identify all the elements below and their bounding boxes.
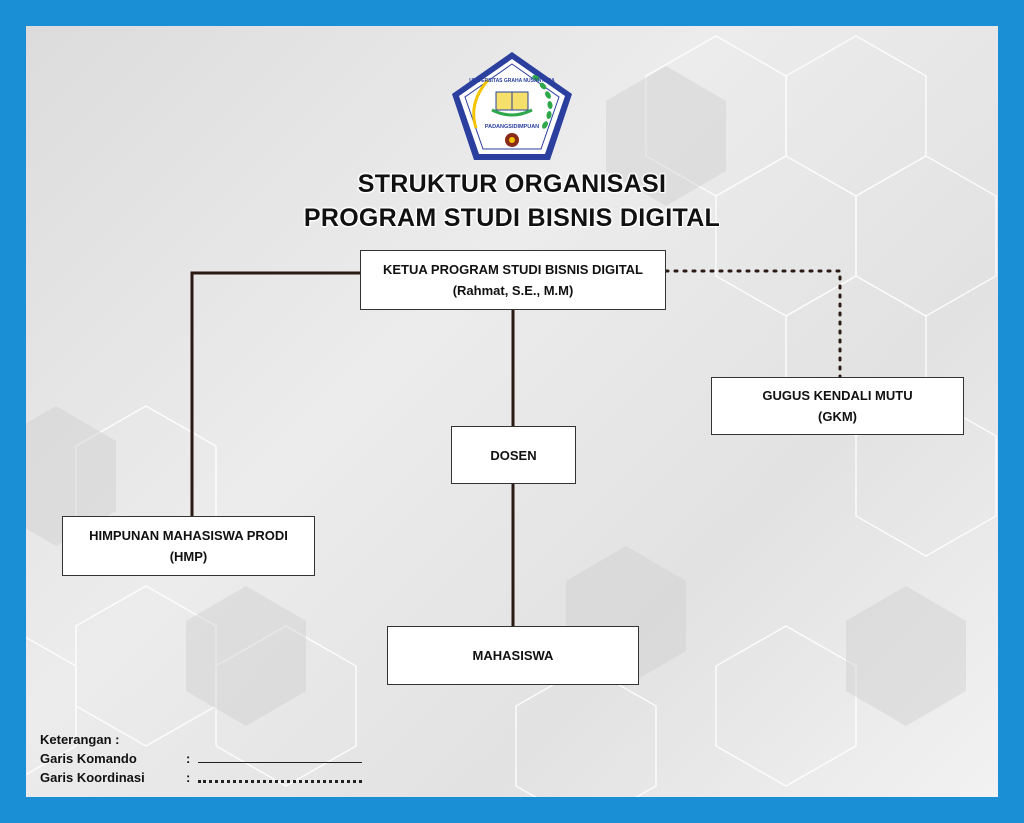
node-dosen: DOSEN bbox=[451, 426, 576, 484]
connector-lines bbox=[190, 269, 842, 626]
node-ketua-title: KETUA PROGRAM STUDI BISNIS DIGITAL bbox=[383, 262, 643, 277]
node-ketua: KETUA PROGRAM STUDI BISNIS DIGITAL (Rahm… bbox=[360, 250, 666, 310]
title-line-2: PROGRAM STUDI BISNIS DIGITAL bbox=[303, 204, 721, 232]
node-hmp-title: HIMPUNAN MAHASISWA PRODI bbox=[89, 528, 288, 543]
legend-row-koordinasi: Garis Koordinasi : bbox=[40, 768, 362, 787]
node-gkm-title: GUGUS KENDALI MUTU bbox=[762, 388, 913, 403]
university-logo: UNIVERSITAS GRAHA NUSANTARA PADANGSIDIMP… bbox=[452, 52, 572, 160]
legend-koordinasi-label: Garis Koordinasi bbox=[40, 770, 145, 785]
node-gkm-abbr: (GKM) bbox=[818, 409, 857, 424]
node-hmp-abbr: (HMP) bbox=[169, 549, 208, 564]
logo-bottom-text: PADANGSIDIMPUAN bbox=[485, 124, 539, 130]
legend-colon: : bbox=[186, 751, 191, 766]
node-gkm: GUGUS KENDALI MUTU (GKM) bbox=[711, 377, 964, 435]
legend-row-komando: Garis Komando : bbox=[40, 749, 362, 768]
legend-heading: Keterangan : bbox=[40, 732, 120, 747]
legend-solid-line-sample bbox=[198, 762, 362, 763]
edge-ketua-gkm bbox=[664, 269, 842, 379]
title-line-1: STRUKTUR ORGANISASI bbox=[357, 170, 667, 198]
node-ketua-name: (Rahmat, S.E., M.M) bbox=[452, 283, 574, 298]
legend: Keterangan : Garis Komando : Garis Koord… bbox=[40, 730, 362, 787]
legend-colon: : bbox=[186, 770, 191, 785]
edge-ketua-hmp bbox=[190, 271, 360, 516]
logo-top-text: UNIVERSITAS GRAHA NUSANTARA bbox=[469, 78, 555, 84]
chart-canvas: UNIVERSITAS GRAHA NUSANTARA PADANGSIDIMP… bbox=[26, 26, 998, 797]
legend-dotted-line-sample bbox=[198, 780, 362, 783]
node-dosen-title: DOSEN bbox=[490, 447, 537, 463]
legend-komando-label: Garis Komando bbox=[40, 751, 137, 766]
node-hmp: HIMPUNAN MAHASISWA PRODI (HMP) bbox=[62, 516, 315, 576]
node-mahasiswa-title: MAHASISWA bbox=[472, 648, 554, 663]
node-mahasiswa: MAHASISWA bbox=[387, 626, 639, 685]
